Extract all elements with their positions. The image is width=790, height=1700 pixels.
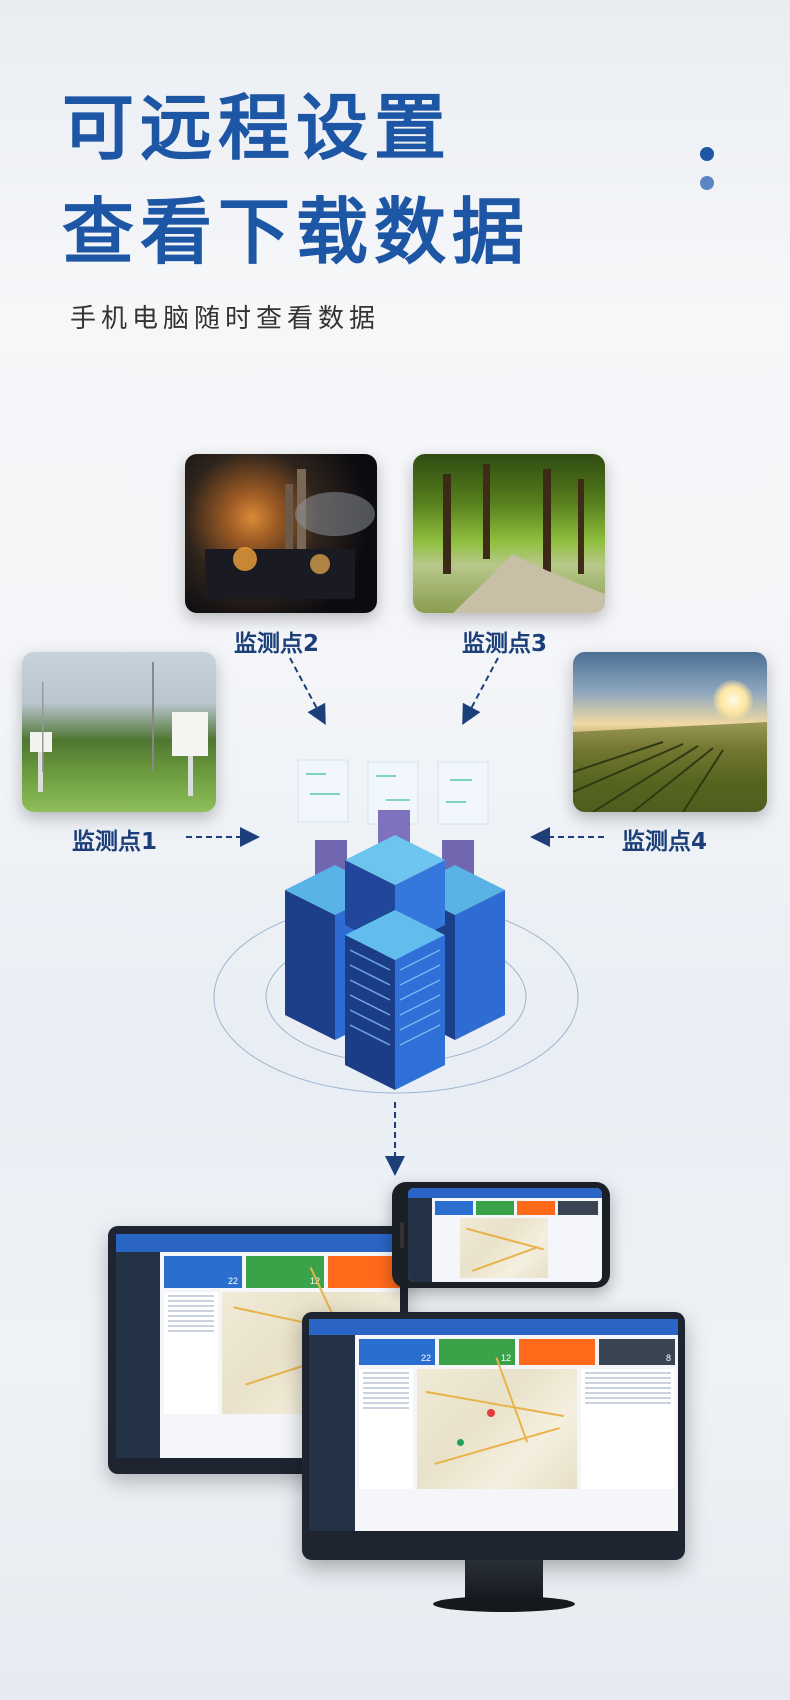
stat-value-1-right: 22 <box>420 1353 431 1363</box>
weather-station-illustration <box>30 662 208 796</box>
phone-card-orange <box>517 1201 555 1215</box>
label-point-3: 监测点3 <box>462 631 548 657</box>
photo-forest <box>413 454 605 613</box>
stat-card-dark-right: 8 <box>599 1339 675 1365</box>
sun-glow <box>713 680 753 720</box>
server-cluster-icon <box>213 759 579 1094</box>
device-tree-right <box>359 1369 413 1489</box>
stat-card-orange-right <box>519 1339 595 1365</box>
label-point-4: 监测点4 <box>622 829 708 855</box>
photo-factory <box>185 454 377 613</box>
monitor-right: 22 12 8 <box>302 1312 685 1560</box>
stat-value-2: 12 <box>309 1276 320 1286</box>
dashed-arrow-icon <box>462 657 499 726</box>
phone-card-blue <box>435 1201 473 1215</box>
detail-panel-right <box>581 1369 675 1489</box>
forest-illustration <box>443 464 605 613</box>
stat-value-1: 22 <box>227 1276 238 1286</box>
dashboard-screen-phone <box>408 1188 602 1282</box>
phone-sidebar <box>408 1198 432 1282</box>
headline-line-1: 可远程设置 <box>62 86 453 170</box>
dots-decoration <box>700 147 714 161</box>
dashed-arrow-icon <box>289 657 326 726</box>
dots-decoration-secondary <box>700 176 714 190</box>
map-pin-icon <box>457 1439 464 1446</box>
dashboard-sidebar <box>116 1252 160 1458</box>
phone-icon <box>392 1182 610 1288</box>
stat-value-3-right: 8 <box>665 1353 671 1363</box>
dashboard-screen-right: 22 12 8 <box>309 1319 678 1531</box>
phone-topbar <box>408 1188 602 1198</box>
stat-card-blue: 22 <box>164 1256 242 1288</box>
field-illustration <box>573 722 767 812</box>
map-pin-icon <box>487 1409 495 1417</box>
stat-card-green-right: 12 <box>439 1339 515 1365</box>
label-point-1: 监测点1 <box>72 829 158 855</box>
dashboard-topbar <box>116 1234 400 1252</box>
factory-illustration <box>205 469 375 599</box>
map-panel-right <box>417 1357 577 1489</box>
monitor-base <box>433 1596 575 1612</box>
label-point-2: 监测点2 <box>234 631 320 657</box>
stat-card-green: 12 <box>246 1256 324 1288</box>
dashboard-topbar-right <box>309 1319 678 1335</box>
photo-weather-station <box>22 652 216 812</box>
headline-line-2: 查看下载数据 <box>62 190 531 274</box>
phone-card-dark <box>558 1201 598 1215</box>
phone-card-green <box>476 1201 514 1215</box>
dashboard-sidebar-right <box>309 1335 355 1531</box>
stat-card-orange <box>328 1256 400 1288</box>
subtitle: 手机电脑随时查看数据 <box>70 304 381 334</box>
stat-value-2-right: 12 <box>500 1353 511 1363</box>
phone-map-panel <box>460 1218 548 1278</box>
device-tree <box>164 1292 218 1414</box>
photo-sunset-field <box>573 652 767 812</box>
stat-card-blue-right: 22 <box>359 1339 435 1365</box>
